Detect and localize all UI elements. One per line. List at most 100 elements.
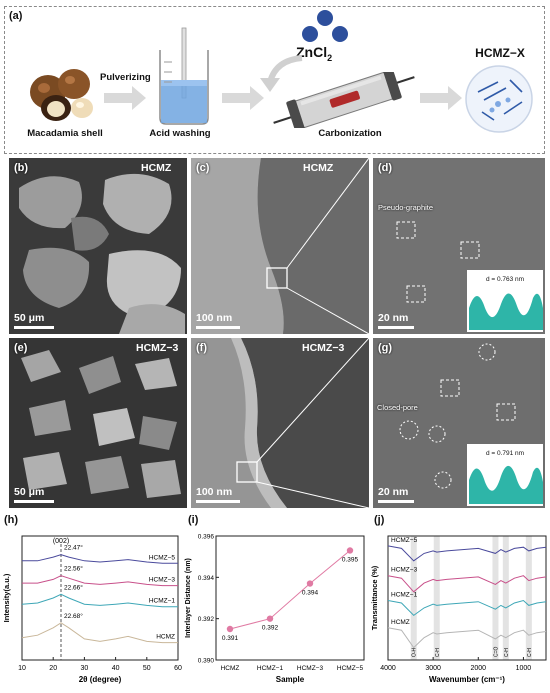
series-line — [229, 550, 351, 630]
series-line — [387, 545, 547, 562]
series-line — [387, 627, 547, 649]
plot-frame — [21, 535, 179, 661]
x-tick-label: 50 — [143, 665, 151, 672]
data-point — [226, 625, 234, 633]
band-highlight — [502, 536, 509, 660]
pseudo-graphite-note: Pseudo-graphite — [378, 203, 434, 212]
arrow-right-icon — [420, 86, 462, 110]
x-tick-label: 2000 — [470, 665, 486, 672]
series-line — [387, 599, 547, 617]
zncl2-molecule-icon — [302, 10, 348, 42]
spacing-label-g: d = 0.791 nm — [485, 450, 525, 457]
macadamia-shell-illustration — [30, 69, 93, 121]
scale-line-f — [196, 500, 240, 503]
x-tick-label: HCMZ−5 — [337, 665, 364, 672]
x-tick-label: 3000 — [425, 665, 441, 672]
step-macadamia-shell: Macadamia shell — [27, 128, 103, 139]
scale-bar-d: 20 nm — [378, 312, 409, 324]
plot-frame — [387, 535, 547, 661]
series-name-label: HCMZ — [156, 634, 175, 641]
beaker-icon — [159, 27, 209, 125]
data-label: 0.392 — [262, 625, 279, 632]
step-acid-washing: Acid washing — [149, 128, 211, 139]
curved-arrow-icon — [260, 55, 303, 92]
peak-position-label: 22.66° — [64, 583, 83, 591]
panel-label-i: (i) — [188, 514, 199, 526]
sample-tag-f: HCMZ−3 — [302, 342, 345, 354]
sem-image-hcmz-3 — [9, 338, 187, 508]
sample-tag-c: HCMZ — [303, 162, 334, 174]
band-label: C=O — [493, 646, 499, 657]
x-tick-label: 60 — [174, 665, 182, 672]
series-line — [22, 575, 178, 587]
scale-line-e — [14, 500, 54, 503]
tube-furnace-icon — [273, 72, 415, 128]
pulverizing-label: Pulverizing — [100, 72, 151, 83]
panel-label-c: (c) — [196, 162, 210, 174]
sample-tag-b: HCMZ — [141, 162, 172, 174]
peak-label: (002) — [53, 538, 69, 545]
data-point — [266, 615, 274, 622]
y-axis-label: Intensity(a.u.) — [2, 573, 11, 622]
x-axis-label: Sample — [276, 675, 305, 684]
panel-label-d: (d) — [378, 162, 393, 174]
x-axis-label: Wavenumber (cm⁻¹) — [429, 675, 505, 684]
band-highlight — [525, 536, 532, 660]
series-name-label: HCMZ−3 — [391, 567, 418, 574]
sample-tag-e: HCMZ−3 — [136, 342, 179, 354]
hrtem-image-hcmz-3 — [373, 338, 545, 508]
peak-position-label: 22.47° — [64, 544, 83, 552]
scale-line-d — [378, 326, 414, 329]
band-label: C-H — [527, 648, 533, 657]
porous-carbon-sphere-icon — [465, 65, 533, 133]
series-line — [387, 575, 547, 593]
arrow-right-icon — [104, 86, 146, 110]
panel-label-a: (a) — [9, 10, 23, 22]
scale-bar-b: 50 μm — [14, 312, 45, 324]
y-tick-label: 0.396 — [198, 534, 215, 541]
scheme-panel — [4, 6, 545, 154]
y-tick-label: 0.392 — [198, 616, 215, 623]
series-name-label: HCMZ−5 — [149, 554, 176, 561]
band-label: O-H — [412, 647, 418, 657]
scale-bar-e: 50 μm — [14, 486, 45, 498]
band-label: C-H — [435, 648, 441, 657]
data-label: 0.395 — [342, 556, 359, 563]
arrow-right-icon — [222, 86, 264, 110]
y-tick-label: 0.390 — [198, 658, 215, 665]
panel-label-f: (f) — [196, 342, 207, 354]
reagent-label: ZnCl2 — [296, 44, 333, 63]
data-point — [306, 580, 314, 587]
peak-position-label: 22.68° — [64, 612, 83, 620]
tem-image-hcmz — [191, 158, 369, 334]
peak-position-label: 22.56° — [64, 565, 83, 573]
series-name-label: HCMZ−1 — [391, 591, 418, 598]
x-tick-label: HCMZ−1 — [257, 665, 284, 672]
spacing-label-d: d = 0.763 nm — [485, 276, 525, 283]
series-name-label: HCMZ−5 — [391, 537, 418, 544]
y-axis-label: Transmittance (%) — [370, 565, 379, 630]
data-point — [346, 547, 354, 554]
panel-label-b: (b) — [14, 162, 29, 174]
x-axis-label: 2θ (degree) — [79, 675, 122, 684]
tem-image-hcmz-3 — [191, 338, 369, 508]
x-tick-label: 30 — [81, 665, 89, 672]
scale-bar-c: 100 nm — [196, 312, 233, 324]
x-tick-label: 10 — [18, 665, 26, 672]
product-label: HCMZ−X — [475, 46, 525, 60]
x-tick-label: 4000 — [380, 665, 396, 672]
hrtem-image-hcmz — [373, 158, 545, 334]
series-name-label: HCMZ — [391, 619, 410, 626]
sem-image-hcmz — [9, 158, 187, 334]
panel-label-g: (g) — [378, 342, 393, 354]
y-tick-label: 0.394 — [198, 575, 215, 582]
scale-bar-f: 100 nm — [196, 486, 233, 498]
band-highlight — [410, 536, 417, 660]
series-line — [21, 593, 178, 608]
x-tick-label: HCMZ−3 — [297, 665, 324, 672]
